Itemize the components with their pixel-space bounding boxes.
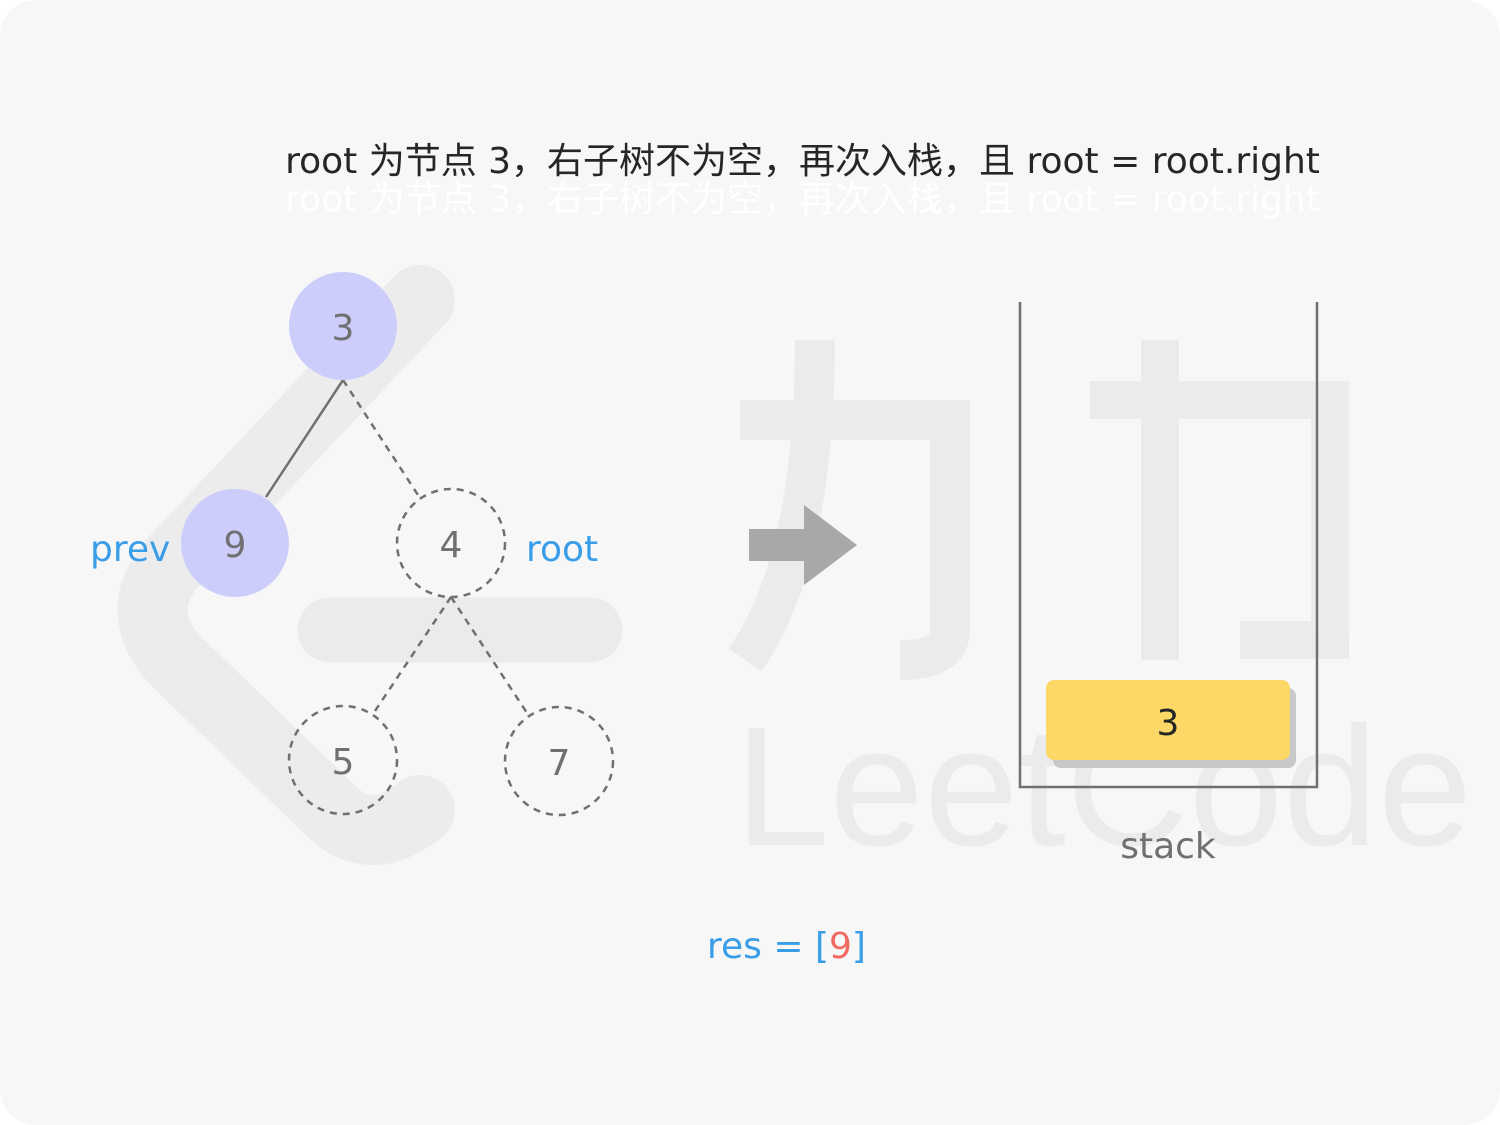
result-value: 9 [829,926,852,967]
stack-item-label: 3 [1157,703,1180,744]
tree-node-4: 4 [395,487,507,599]
tree-node-7: 7 [503,705,615,817]
tree-node-9: 9 [181,489,289,597]
edge-4-5 [373,596,453,712]
tree-node-5-label: 5 [332,742,355,783]
leetcode-watermark: LeetCode [117,265,1472,882]
pointer-label-root: root [526,529,598,570]
edge-4-7 [449,596,529,714]
pointer-label-prev: prev [90,529,170,570]
tree-node-3: 3 [289,272,397,380]
result-suffix: ] [851,926,866,967]
tree-node-7-label: 7 [548,743,571,784]
result-line: res = [9] [707,926,866,967]
caption-reflection: root 为节点 3，右子树不为空，再次入栈，且 root = root.rig… [285,179,1320,220]
edge-3-4 [341,379,420,496]
step-caption: root 为节点 3，右子树不为空，再次入栈，且 root = root.rig… [285,141,1320,182]
transition-arrow [749,505,857,585]
result-prefix: res = [ [707,926,830,967]
tree-node-5: 5 [287,704,399,816]
stack-container [1018,302,1319,789]
stack-item: 3 [1046,680,1296,768]
tree-node-9-label: 9 [224,525,247,566]
stack-label: stack [1120,826,1216,867]
tree-node-4-label: 4 [440,525,463,566]
edge-3-9 [264,379,345,498]
tree-node-3-label: 3 [332,308,355,349]
